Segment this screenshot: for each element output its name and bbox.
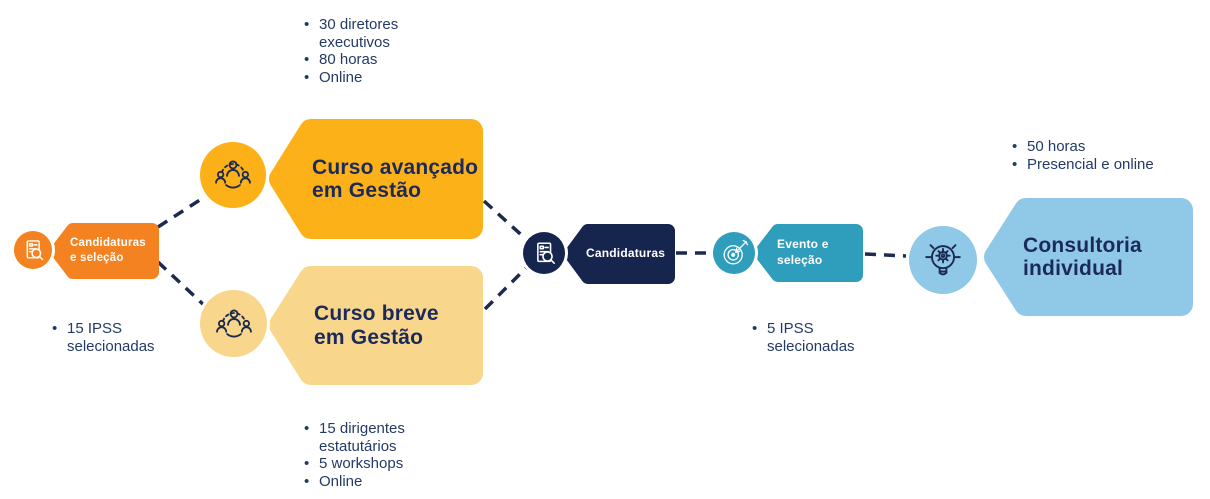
target-icon <box>723 239 748 264</box>
consultoria-individual-tag <box>984 198 1193 316</box>
curso-breve-note: 15 dirigentes estatutários5 workshopsOnl… <box>304 420 444 491</box>
bullet-item: 15 dirigentes estatutários <box>304 420 444 455</box>
candidaturas-selecao-note: 15 IPSS selecionadas <box>52 320 172 355</box>
people-group-icon <box>215 309 252 338</box>
people-group-icon <box>215 160 251 189</box>
candidaturas-selecao-tag <box>50 223 159 279</box>
lightbulb-gear-icon <box>925 244 961 276</box>
evento-selecao-badge <box>713 232 755 274</box>
curso-breve-tag <box>269 266 483 385</box>
curso-breve-badge <box>200 290 267 357</box>
bullet-item: 80 horas <box>304 51 444 69</box>
bullet-item: 15 IPSS selecionadas <box>52 320 172 355</box>
evento-selecao-note: 5 IPSS selecionadas <box>752 320 882 355</box>
curso-avancado-note: 30 diretores executivos80 horasOnline <box>304 16 444 87</box>
document-search-icon <box>26 239 43 260</box>
evento-selecao-tag <box>754 224 863 282</box>
connector-breve-to-candidaturas <box>483 265 529 311</box>
consultoria-individual-badge <box>909 226 977 294</box>
candidaturas-selecao-badge <box>14 231 52 269</box>
candidaturas-badge <box>523 232 565 274</box>
candidaturas-tag <box>564 224 675 284</box>
connector-evento-to-consultoria <box>864 252 907 258</box>
bullet-item: 30 diretores executivos <box>304 16 444 51</box>
document-search-icon <box>536 241 555 264</box>
bullet-item: 50 horas <box>1012 138 1192 156</box>
consultoria-individual-note: 50 horasPresencial e online <box>1012 138 1192 173</box>
curso-avancado-badge <box>200 142 266 208</box>
bullet-item: Presencial e online <box>1012 156 1192 174</box>
curso-avancado-tag <box>269 119 483 239</box>
connector-stage1-to-breve <box>156 260 208 309</box>
bullet-item: 5 IPSS selecionadas <box>752 320 882 355</box>
bullet-item: Online <box>304 473 444 491</box>
bullet-item: 5 workshops <box>304 455 444 473</box>
bullet-item: Online <box>304 69 444 87</box>
connector-advanced-to-candidaturas <box>482 199 529 242</box>
connector-stage1-to-advanced <box>157 194 207 229</box>
